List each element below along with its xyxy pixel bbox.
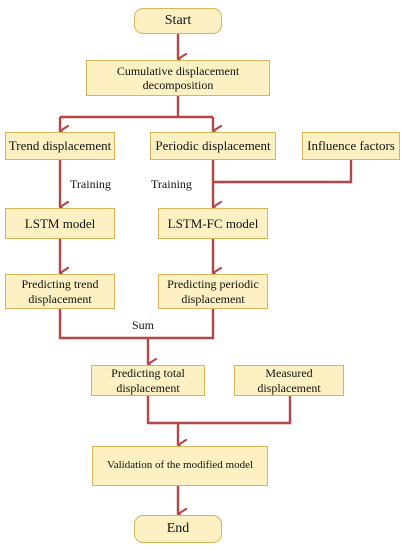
predicting-trend-label: Predicting trend displacement [21,277,99,306]
periodic-displacement-box: Periodic displacement [150,132,276,160]
validation-box: Validation of the modified model [92,446,268,486]
validation-label: Validation of the modified model [106,459,254,472]
arrow-total-and-measured-merge [146,396,292,445]
lstm-fc-model-box: LSTM-FC model [158,208,268,239]
predicting-total-label: Predicting total displacement [111,366,185,395]
predicting-periodic-box: Predicting periodic displacement [158,274,268,309]
arrow-influence-to-lstm-fc [213,160,353,184]
cumulative-decomposition-label: Cumulative displacement decomposition [116,63,240,92]
trend-displacement-box: Trend displacement [5,132,115,160]
predicting-total-box: Predicting total displacement [91,365,205,396]
influence-factors-label: Influence factors [307,138,395,154]
end-node: End [134,515,222,543]
sum-label: Sum [132,318,155,332]
lstm-model-box: LSTM model [5,208,115,239]
lstm-fc-model-label: LSTM-FC model [167,215,259,231]
training-label-left: Training [70,177,111,191]
periodic-displacement-label: Periodic displacement [155,138,271,154]
cumulative-decomposition-box: Cumulative displacement decomposition [86,60,270,96]
predicting-periodic-label: Predicting periodic displacement [167,277,259,306]
training-label-right: Training [151,177,192,191]
arrow-sum-merge [58,309,215,364]
predicting-trend-box: Predicting trend displacement [5,274,115,309]
measured-displacement-label: Measured displacement [257,366,321,395]
lstm-model-label: LSTM model [24,215,96,231]
measured-displacement-box: Measured displacement [234,365,344,396]
start-node: Start [134,8,222,34]
start-node-label: Start [164,12,192,28]
arrow-decomposition-split [60,96,213,119]
influence-factors-box: Influence factors [302,132,400,160]
end-node-label: End [166,520,190,536]
trend-displacement-label: Trend displacement [8,138,112,154]
